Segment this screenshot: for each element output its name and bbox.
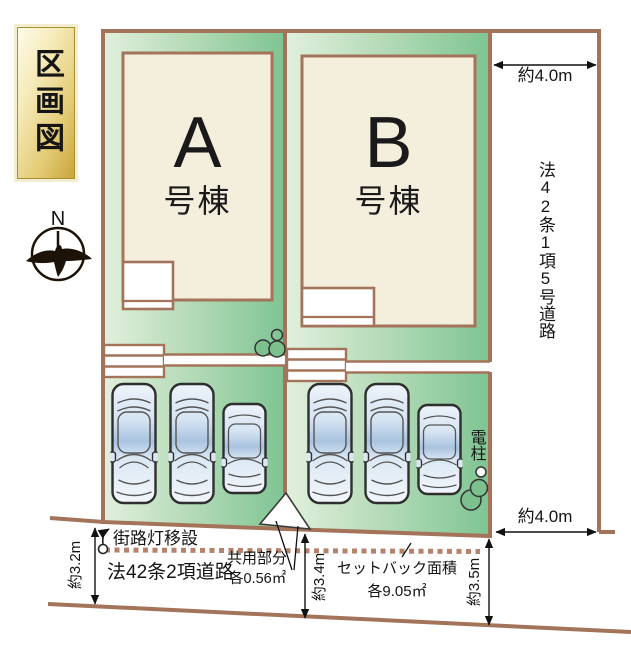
common-area-leader-right bbox=[293, 525, 299, 571]
dim-south-road-east: 約3.5m bbox=[465, 557, 483, 607]
south-road-north-edge bbox=[49, 516, 105, 524]
lot-b-wall bbox=[346, 360, 493, 374]
lot-a-entrance-steps bbox=[102, 343, 166, 379]
streetlight-icon bbox=[97, 528, 110, 555]
legend-box: 区画図 bbox=[14, 24, 78, 182]
dim-east-road-top: 約4.0m bbox=[517, 66, 573, 85]
dim-south-road-center: 約3.4m bbox=[310, 552, 328, 602]
car-icon bbox=[306, 382, 354, 505]
north-compass-icon bbox=[26, 226, 92, 282]
compass-bird-silhouette bbox=[26, 245, 92, 277]
streetlight-label: 街路灯移設 bbox=[113, 529, 198, 548]
setback-dotted-line bbox=[104, 547, 481, 554]
lot-a-wall bbox=[164, 353, 285, 367]
common-area-leader-left bbox=[275, 520, 293, 571]
building-b-porch bbox=[300, 286, 376, 328]
building-a-letter: A bbox=[173, 103, 222, 183]
common-area-triangle bbox=[258, 491, 312, 530]
small-car-icon bbox=[416, 403, 463, 496]
legend-box-inner: 区画図 bbox=[17, 27, 75, 179]
compass-north-label: N bbox=[50, 208, 66, 230]
building-b-letter: B bbox=[364, 103, 413, 183]
dim-east-road-bottom: 約4.0m bbox=[517, 507, 573, 526]
setback-leader bbox=[401, 542, 412, 558]
building-a-label: A 号棟 bbox=[123, 106, 272, 218]
small-car-icon bbox=[221, 402, 268, 495]
page-title: 区画図 bbox=[30, 47, 63, 159]
common-area-value: 各0.56㎡ bbox=[229, 571, 287, 587]
setback-label: セットバック面積 bbox=[336, 560, 457, 577]
car-icon bbox=[168, 382, 216, 505]
lot-a-shrub-circles bbox=[254, 328, 286, 358]
car-icon bbox=[110, 382, 158, 505]
building-b-label: B 号棟 bbox=[302, 106, 475, 218]
dim-south-road-west: 約3.2m bbox=[66, 540, 84, 590]
building-a-porch bbox=[121, 260, 175, 311]
building-b-footprint bbox=[300, 54, 477, 328]
south-road-south-edge bbox=[47, 602, 631, 634]
utility-pole-label: 電柱 bbox=[467, 429, 485, 461]
south-road-label: 法42条2項道路 bbox=[107, 562, 234, 583]
utility-pole-circle bbox=[475, 466, 487, 478]
car-icon bbox=[363, 382, 411, 505]
building-b-suffix: 号棟 bbox=[354, 183, 423, 219]
building-a-footprint bbox=[121, 51, 274, 302]
dimension-arrows bbox=[90, 60, 597, 626]
setback-value: 各9.05㎡ bbox=[367, 583, 427, 600]
utility-pole-and-shrubs bbox=[460, 466, 489, 511]
building-a-suffix: 号棟 bbox=[163, 183, 232, 219]
common-area-label: 共用部分 bbox=[227, 550, 288, 567]
leader-lines bbox=[275, 520, 412, 571]
lot-b-entrance-steps bbox=[285, 347, 348, 383]
east-road-label: 法42条1項5号道路 bbox=[536, 161, 555, 339]
